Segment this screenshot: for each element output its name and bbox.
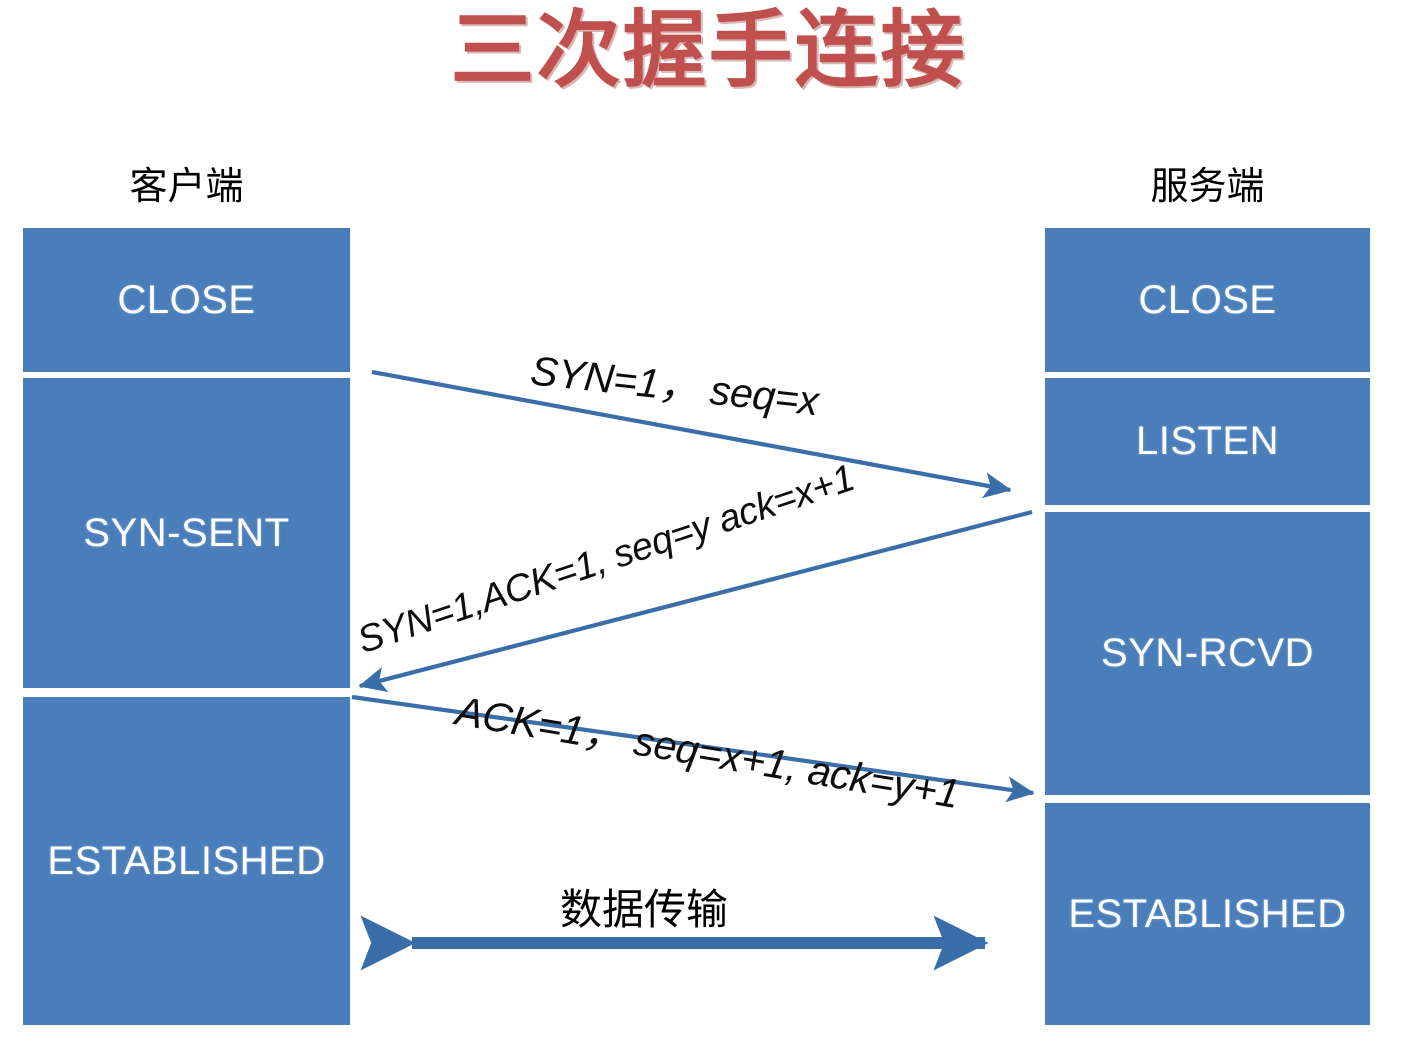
client-state-close: CLOSE xyxy=(23,228,350,372)
message-label-syn-ack: SYN=1,ACK=1, seq=y ack=x+1 xyxy=(352,456,860,663)
server-state-established: ESTABLISHED xyxy=(1045,803,1370,1025)
client-column-caption: 客户端 xyxy=(129,166,244,208)
server-column-caption: 服务端 xyxy=(1150,166,1265,208)
client-state-syn-sent: SYN-SENT xyxy=(23,378,350,688)
client-state-established: ESTABLISHED xyxy=(23,697,350,1025)
message-label-syn: SYN=1， seq=x xyxy=(528,347,821,425)
server-state-syn-rcvd: SYN-RCVD xyxy=(1045,512,1370,795)
page-title: 三次握手连接 xyxy=(450,3,967,97)
message-label-ack: ACK=1， seq=x+1, ack=y+1 xyxy=(452,687,963,818)
data-transfer-label: 数据传输 xyxy=(560,886,729,933)
server-state-listen: LISTEN xyxy=(1045,378,1370,505)
server-state-close: CLOSE xyxy=(1045,228,1370,372)
